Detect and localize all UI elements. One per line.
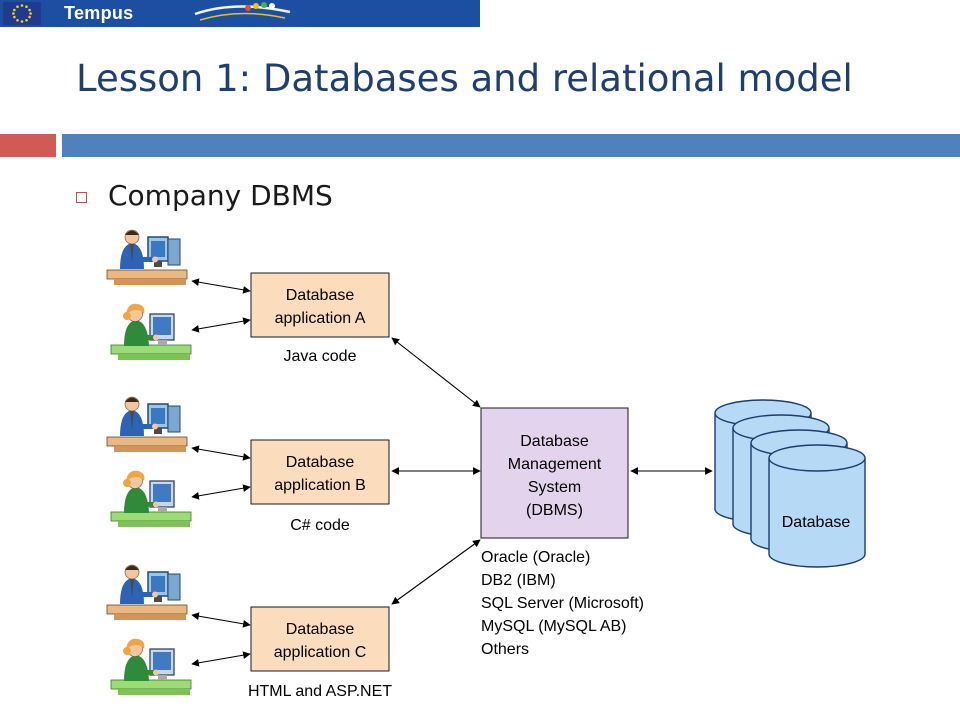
tempus-logo-icon <box>194 2 291 21</box>
man-user-icon <box>106 229 188 286</box>
app-b-line1: Database <box>286 454 355 471</box>
app-box-c: Database application C <box>250 606 390 672</box>
app-box-b: Database application B <box>250 439 390 505</box>
dbms-box: Database Management System (DBMS) <box>480 407 629 539</box>
bullet-square-icon <box>76 192 87 203</box>
vendor-item: MySQL (MySQL AB) <box>481 618 627 635</box>
tempus-banner: Tempus <box>0 0 480 27</box>
app-b-line2: application B <box>274 477 366 494</box>
dbms-vendor-list: Oracle (Oracle) DB2 (IBM) SQL Server (Mi… <box>481 549 644 658</box>
app-c-code-label: HTML and ASP.NET <box>248 683 392 700</box>
app-a-code-label: Java code <box>284 348 357 365</box>
app-a-line1: Database <box>286 287 355 304</box>
woman-user-icon <box>110 303 192 361</box>
app-c-line2: application C <box>274 644 367 661</box>
connection-arrows-users <box>191 278 251 667</box>
app-c-line1: Database <box>286 621 355 638</box>
vendor-item: DB2 (IBM) <box>481 572 556 589</box>
woman-user-icon <box>110 638 192 696</box>
app-box-a: Database application A <box>250 272 390 338</box>
title-accent-bar-red <box>0 134 56 157</box>
tempus-brand-text: Tempus <box>64 3 134 23</box>
vendor-item: SQL Server (Microsoft) <box>481 595 644 612</box>
man-user-icon <box>106 396 188 453</box>
man-user-icon <box>106 564 188 621</box>
app-a-line2: application A <box>275 310 366 327</box>
title-accent-bar-blue <box>62 134 960 157</box>
bullet-text: Company DBMS <box>108 179 333 212</box>
dbms-line2: Management <box>508 456 602 473</box>
eu-flag-icon <box>3 2 41 25</box>
database-cylinders-icon <box>714 399 866 568</box>
woman-user-icon <box>110 470 192 528</box>
app-b-code-label: C# code <box>290 517 350 534</box>
vendor-item: Oracle (Oracle) <box>481 549 590 566</box>
slide-title: Lesson 1: Databases and relational model <box>76 57 853 100</box>
dbms-line1: Database <box>520 433 589 450</box>
dbms-line4: (DBMS) <box>526 502 583 519</box>
database-label: Database <box>782 514 851 531</box>
connection-arrows-dbms <box>391 337 713 605</box>
dbms-line3: System <box>528 479 581 496</box>
vendor-item: Others <box>481 641 529 658</box>
